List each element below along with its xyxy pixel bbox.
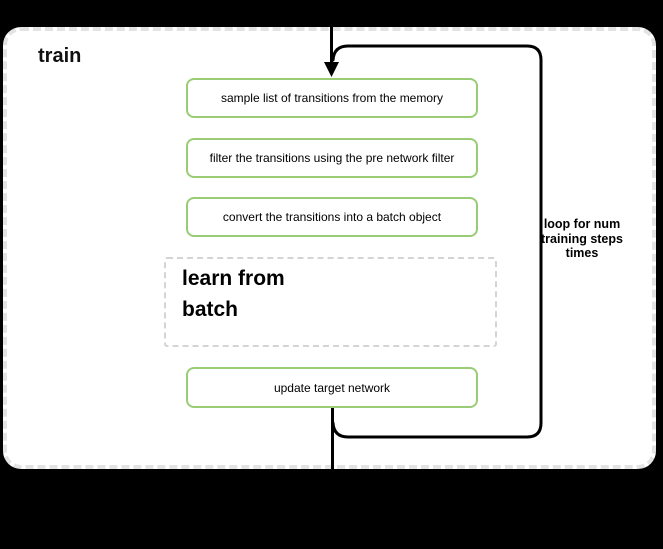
- loop-annotation-label: loop for num training steps times: [541, 217, 623, 260]
- step-convert-batch: convert the transitions into a batch obj…: [186, 197, 478, 237]
- container-title: train: [38, 45, 82, 67]
- arrow-down-icon: [324, 62, 339, 77]
- step-update-target-network: update target network: [186, 367, 478, 408]
- step-sample-transitions: sample list of transitions from the memo…: [186, 78, 478, 118]
- loop-edge: [331, 44, 543, 439]
- step-filter-transitions: filter the transitions using the pre net…: [186, 138, 478, 178]
- subprocess-learn-from-batch: learn from batch: [164, 257, 497, 347]
